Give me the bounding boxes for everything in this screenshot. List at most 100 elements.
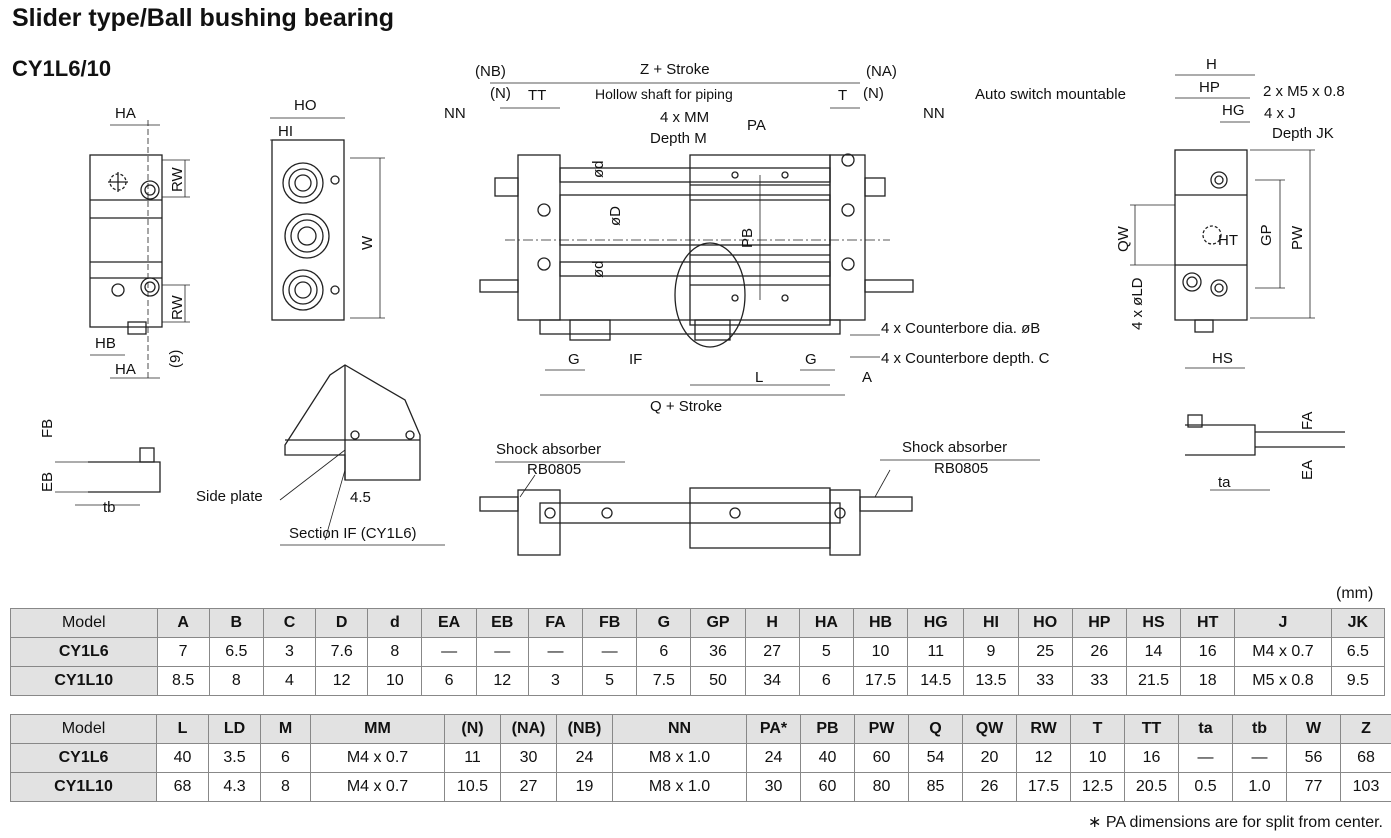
header-cell: A — [156, 608, 210, 638]
table-cell: 4.3 — [208, 772, 261, 802]
table-cell: 27 — [500, 772, 557, 802]
label-shock-left: Shock absorber — [496, 441, 602, 458]
table-row: CY1L6 40 3.5 6 M4 x 0.7 11 30 24 M8 x 1.… — [10, 743, 1391, 773]
page-title: Slider type/Ball bushing bearing — [12, 4, 395, 32]
label-ha-top: HA — [115, 105, 136, 122]
table-cell: 10 — [1070, 743, 1125, 773]
label-hs: HS — [1212, 350, 1233, 367]
table-cell: 80 — [854, 772, 909, 802]
header-cell: FA — [527, 608, 584, 638]
table-cell: 77 — [1286, 772, 1341, 802]
footnote: ∗ PA dimensions are for split from cente… — [1087, 814, 1383, 831]
header-cell: HP — [1071, 608, 1127, 638]
header-cell: W — [1286, 714, 1341, 744]
label-depth-m: Depth M — [650, 130, 707, 147]
label-4xmm: 4 x MM — [660, 109, 710, 126]
table-cell: 6 — [260, 743, 311, 773]
detail-fb-eb — [55, 447, 161, 506]
table-cell: — — [527, 637, 584, 667]
label-t: T — [838, 87, 848, 104]
table-cell: 36 — [690, 637, 746, 667]
table-cell: 7.5 — [636, 666, 692, 696]
label-hollow-shaft: Hollow shaft for piping — [595, 86, 733, 102]
header-cell: LD — [208, 714, 261, 744]
label-rw-top: RW — [169, 167, 186, 192]
header-cell: JK — [1330, 608, 1386, 638]
header-cell: (NB) — [556, 714, 613, 744]
table-cell: 8 — [367, 637, 423, 667]
table1-header: Model A B C D d EA EB FA FB G GP H HA HB… — [10, 608, 1386, 638]
table-cell: 7 — [156, 637, 210, 667]
label-rb-left: RB0805 — [527, 461, 582, 478]
table2-header: Model L LD M MM (N) (NA) (NB) NN PA* PB … — [10, 714, 1391, 744]
header-cell: NN — [612, 714, 747, 744]
table-cell: 6 — [798, 666, 854, 696]
header-cell: RW — [1016, 714, 1071, 744]
label-bigd: øD — [607, 206, 624, 226]
table-cell: 30 — [500, 743, 557, 773]
table-cell: 12 — [1016, 743, 1071, 773]
label-shock-right: Shock absorber — [902, 439, 1008, 456]
label-m5: 2 x M5 x 0.8 — [1263, 83, 1345, 100]
header-cell: MM — [310, 714, 445, 744]
label-qw: QW — [1115, 226, 1132, 252]
bottom-view — [479, 459, 1040, 556]
label-d-top: ød — [590, 160, 607, 178]
label-hb: HB — [95, 335, 116, 352]
label-depth-jk: Depth JK — [1272, 125, 1334, 142]
model-cell: CY1L10 — [10, 666, 158, 696]
label-section-if: Section IF (CY1L6) — [289, 525, 417, 542]
label-pb: PB — [739, 227, 756, 248]
label-pa: PA — [747, 117, 766, 134]
label-side-plate: Side plate — [196, 488, 263, 505]
table-cell: 6.5 — [1330, 637, 1386, 667]
table-cell: 6.5 — [208, 637, 264, 667]
table-cell: 9 — [963, 637, 1019, 667]
label-gp: GP — [1258, 224, 1275, 246]
header-cell: ta — [1178, 714, 1233, 744]
label-counterbore-depth: 4 x Counterbore depth. C — [881, 350, 1050, 367]
table-cell: 8.5 — [156, 666, 210, 696]
table-cell: 12.5 — [1070, 772, 1125, 802]
table-cell: 40 — [800, 743, 855, 773]
table-cell: 40 — [156, 743, 209, 773]
header-cell: B — [208, 608, 264, 638]
table-cell: 16 — [1180, 637, 1236, 667]
section-if — [279, 364, 445, 546]
header-cell: C — [262, 608, 317, 638]
header-cell: T — [1070, 714, 1125, 744]
table-cell: 6 — [636, 637, 692, 667]
label-n-left: (N) — [490, 85, 511, 102]
table-cell: 27 — [744, 637, 800, 667]
header-cell: HT — [1180, 608, 1236, 638]
table-cell: 6 — [421, 666, 477, 696]
table-cell: 19 — [556, 772, 613, 802]
table-cell: 5 — [798, 637, 854, 667]
table-cell: 54 — [908, 743, 963, 773]
header-cell: PA* — [746, 714, 801, 744]
table-cell: M5 x 0.8 — [1234, 666, 1332, 696]
table-cell: 3.5 — [208, 743, 261, 773]
header-cell: HS — [1125, 608, 1182, 638]
header-cell: J — [1234, 608, 1332, 638]
header-cell: HG — [907, 608, 965, 638]
table-cell: 10 — [852, 637, 909, 667]
table-cell: 8 — [208, 666, 264, 696]
table-cell: 4 — [262, 666, 317, 696]
table-cell: 14 — [1125, 637, 1182, 667]
table-cell: 60 — [800, 772, 855, 802]
header-cell: Z — [1340, 714, 1391, 744]
table-cell: 18 — [1180, 666, 1236, 696]
dimension-table-2: Model L LD M MM (N) (NA) (NB) NN PA* PB … — [10, 714, 1391, 802]
header-cell: d — [367, 608, 423, 638]
table-cell: 17.5 — [1016, 772, 1071, 802]
label-l: L — [755, 369, 764, 386]
header-cell: QW — [962, 714, 1017, 744]
header-cell: TT — [1124, 714, 1179, 744]
table-row: CY1L6 7 6.5 3 7.6 8 — — — — 6 36 27 5 10… — [10, 637, 1386, 667]
label-d-bottom: ød — [590, 260, 607, 278]
table-cell: 9.5 — [1330, 666, 1386, 696]
label-ht: HT — [1218, 232, 1238, 249]
label-pw: PW — [1289, 225, 1306, 250]
detail-fa-ea — [1185, 414, 1345, 491]
